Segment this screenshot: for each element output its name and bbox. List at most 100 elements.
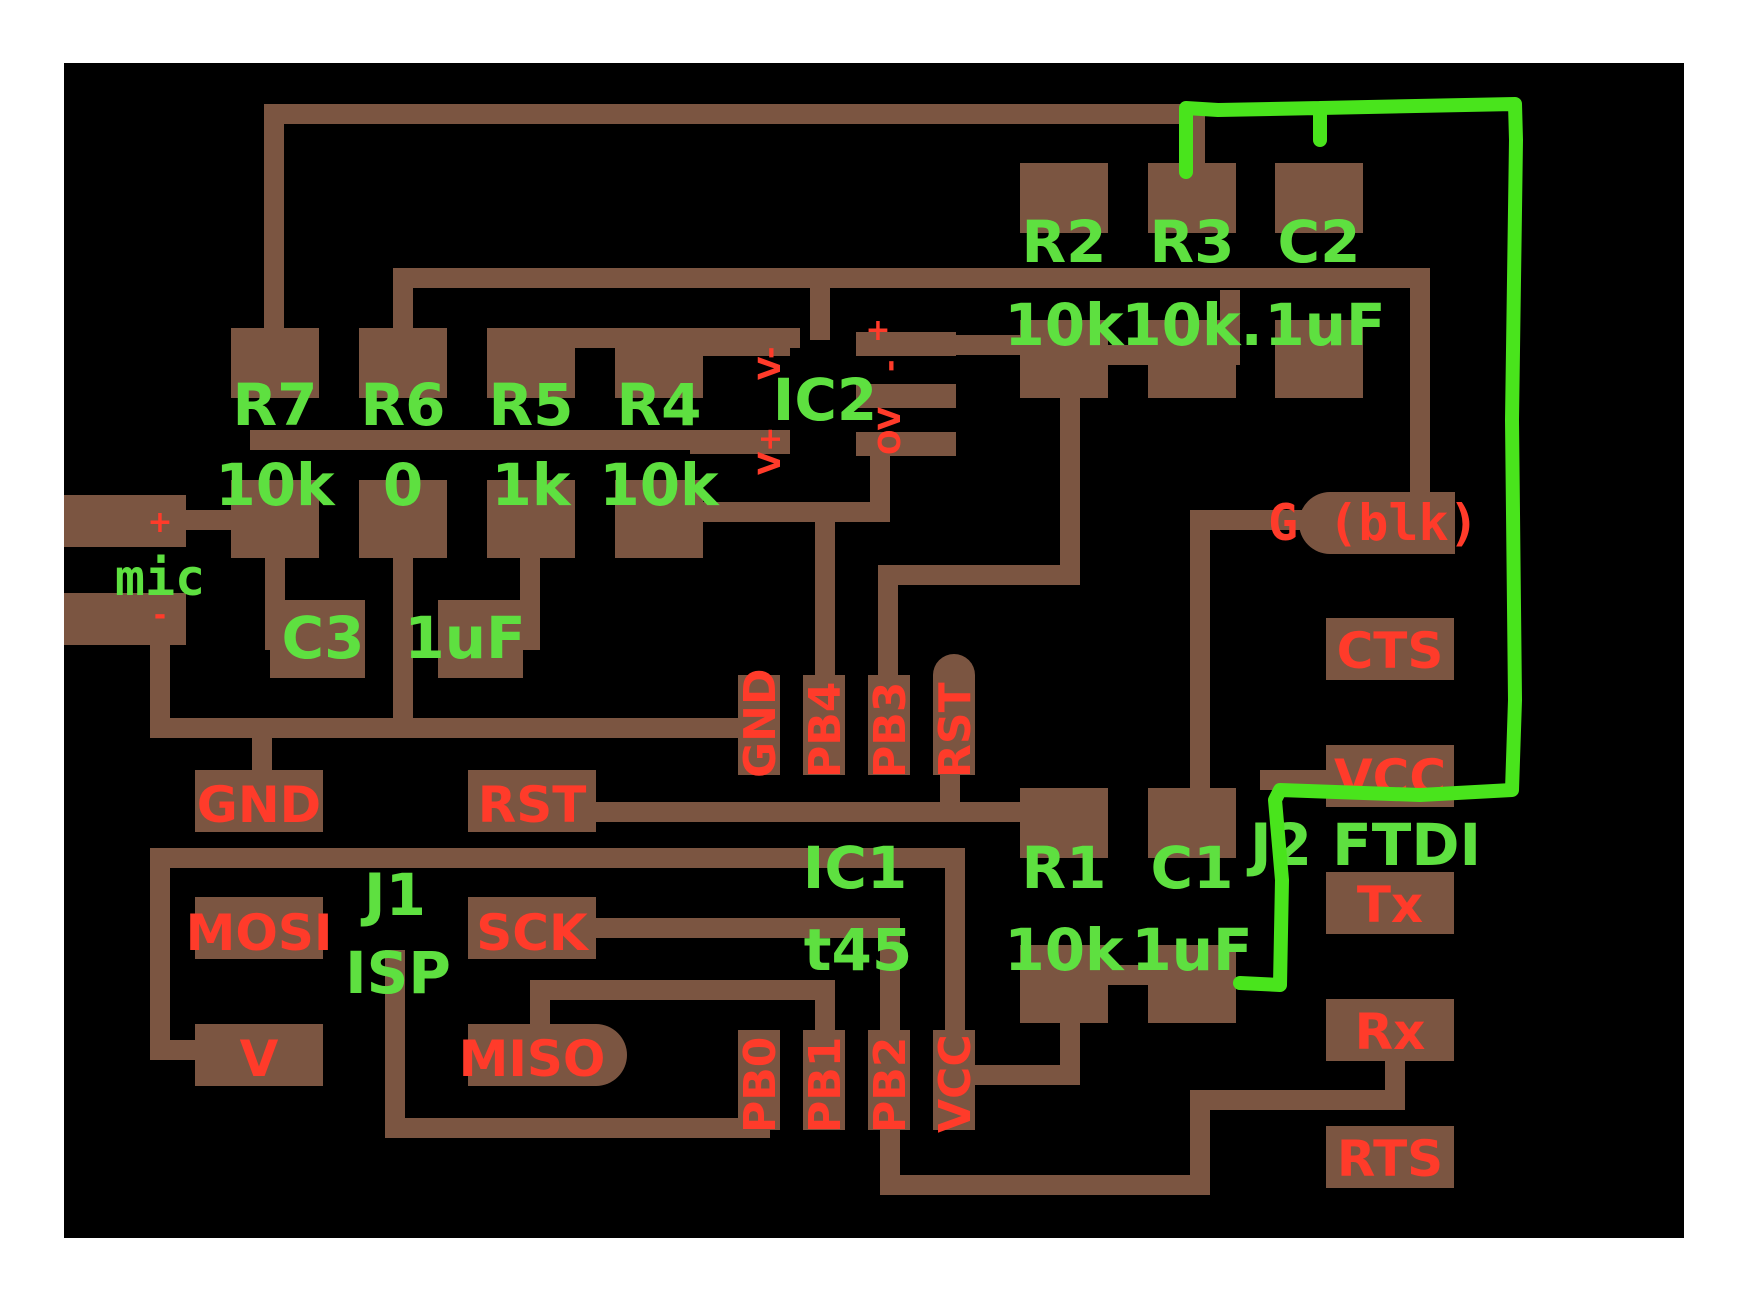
pad-ic2-1 (690, 332, 790, 356)
label-sck-pad: SCK (476, 904, 590, 962)
label-ic2-plus: + (865, 313, 890, 348)
label-c2-ref: C2 (1278, 208, 1361, 276)
label-j1-value: ISP (345, 939, 451, 1007)
label-miso-pad: MISO (459, 1030, 606, 1088)
pad-c3-right (438, 600, 523, 678)
label-ic1-pb4: PB4 (800, 682, 851, 778)
pad-mic-plus (64, 495, 186, 547)
pad-ftdi-tx (1326, 872, 1454, 934)
label-r6-ref: R6 (360, 371, 445, 439)
trace-isp-bottom (385, 950, 770, 1138)
trace-pb2-rx (880, 1030, 1405, 1195)
pad-ic1-pb1 (803, 1030, 845, 1130)
trace-c1-gnd (1190, 510, 1320, 800)
label-r3-value: 10k. (1121, 291, 1262, 359)
pad-ftdi-rx (1326, 999, 1454, 1061)
label-ic1-vcc: VCC (930, 1034, 981, 1133)
label-ic2-v-plus: V+ (753, 427, 788, 475)
trace-pb3 (878, 370, 1080, 700)
label-r1-value: 10k (1004, 916, 1125, 984)
label-ic2-ov: OV (873, 406, 908, 455)
trace-rail-272 (393, 268, 1430, 540)
label-r1-ref: R1 (1021, 834, 1106, 902)
pad-ic2-2 (690, 430, 790, 454)
label-ftdi-g: G (blk) (1268, 494, 1479, 552)
label-c3-ref: C3 (282, 604, 365, 672)
trace-sck (580, 918, 900, 1060)
label-ic1-pb3: PB3 (865, 682, 916, 778)
label-ftdi-rts: RTS (1337, 1130, 1443, 1188)
label-r7-value: 10k (215, 451, 336, 519)
pad-sck (468, 897, 596, 959)
pad-ic1-pb4 (803, 675, 845, 775)
pad-r1-top (1020, 788, 1108, 858)
pad-ic1-vcc (933, 1030, 975, 1130)
pad-ic1-rst-round (933, 654, 975, 696)
pad-ic1-pb2 (868, 1030, 910, 1130)
pad-ic2-5 (856, 432, 956, 456)
pad-r1-bot (1020, 945, 1108, 1023)
pad-c2-top (1275, 163, 1363, 233)
pad-mosi (195, 897, 323, 959)
pad-ic1-pb3 (868, 675, 910, 775)
label-r4-ref: R4 (616, 371, 701, 439)
pad-r4-top (615, 328, 703, 398)
pad-mic-minus (64, 593, 186, 645)
pad-ftdi-g-round (1299, 492, 1361, 554)
trace-vcc-r1 (945, 1000, 1080, 1085)
label-mic-plus: + (147, 505, 172, 540)
pin-labels: GND RST MOSI SCK V MISO GND PB4 PB3 RST … (147, 313, 1478, 1188)
label-ic2-ov-minus: - (873, 360, 908, 372)
trace-r4-out (690, 450, 890, 522)
label-mic-minus: - (154, 598, 166, 633)
label-ic1-rst: RST (930, 682, 981, 778)
pad-c3-left (270, 600, 365, 678)
hand-drawn-wire (1179, 97, 1523, 992)
pad-miso-round (565, 1024, 627, 1086)
pad-r6-bot (359, 480, 447, 558)
label-rst-pad: RST (478, 776, 587, 834)
label-mosi-pad: MOSI (186, 904, 333, 962)
pad-ic1-gnd (738, 675, 780, 775)
label-r5-ref: R5 (488, 371, 573, 439)
label-r6-value: 0 (383, 451, 423, 519)
pad-r2-top (1020, 163, 1108, 233)
label-ic1-pb2: PB2 (865, 1037, 916, 1133)
label-r4-value: 10k (599, 451, 720, 519)
label-ic1-pb0: PB0 (735, 1037, 786, 1133)
label-gnd-pad: GND (197, 776, 321, 834)
label-c2-value: 1uF (1264, 291, 1385, 359)
pad-c1-top (1148, 788, 1236, 858)
label-c1-value: 1uF (1131, 916, 1252, 984)
label-r3-ref: R3 (1149, 208, 1234, 276)
label-v-pad: V (240, 1030, 279, 1088)
label-ic1-value: t45 (804, 916, 912, 984)
label-mic: mic (115, 549, 205, 607)
pad-rst (468, 770, 596, 832)
label-ftdi-cts: CTS (1337, 622, 1444, 680)
pad-r6-top (359, 328, 447, 398)
pad-r5-top (487, 328, 575, 398)
pad-r5-bot (487, 480, 575, 558)
pad-r7-bot (231, 480, 319, 558)
label-r5-value: 1k (492, 451, 572, 519)
label-r7-ref: R7 (232, 371, 317, 439)
trace-mic-minus-gnd (150, 610, 770, 738)
pad-ic1-pb0 (738, 1030, 780, 1130)
pad-ic2-4 (856, 384, 956, 408)
label-c3-value: 1uF (404, 604, 525, 672)
pad-ftdi-rts (1326, 1126, 1454, 1188)
label-ic1-ref: IC1 (803, 834, 908, 902)
label-ic1-pb1: PB1 (800, 1037, 851, 1133)
trace-miso (530, 980, 835, 1060)
label-j1-ref: J1 (360, 861, 426, 929)
pad-ic2-3 (856, 332, 956, 356)
copper-pads (64, 163, 1455, 1188)
pad-gnd (195, 770, 323, 832)
trace-isp-loop (150, 848, 965, 1060)
label-ic2-v-minus: V- (753, 347, 788, 381)
label-ftdi-rx: Rx (1355, 1003, 1426, 1061)
label-c1-ref: C1 (1151, 834, 1234, 902)
pad-ftdi-cts (1326, 618, 1454, 680)
